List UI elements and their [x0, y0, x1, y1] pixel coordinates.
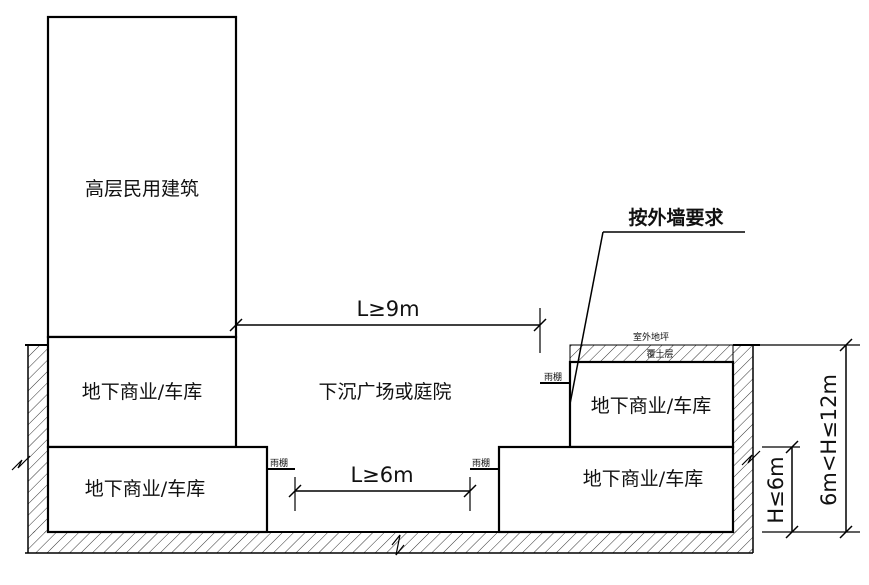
dim-lower-tick-left [288, 484, 302, 498]
canopy-lower-left-label: 雨棚 [270, 457, 288, 469]
dim-upper-label: L≥9m [356, 297, 419, 321]
left-break-symbol [11, 455, 31, 471]
dim-h-short-tick-bottom [785, 525, 799, 539]
basement-left-upper-label: 地下商业/车库 [82, 381, 202, 403]
high-rise-label: 高层民用建筑 [85, 178, 199, 200]
basement-right-lower-label: 地下商业/车库 [583, 468, 703, 490]
basement-left-lower-label: 地下商业/车库 [85, 478, 205, 500]
dim-h-long-tick-top [839, 338, 853, 352]
dim-upper-tick-left [229, 318, 243, 332]
canopy-upper-right-label: 雨棚 [544, 371, 562, 383]
basement-right-upper [568, 360, 735, 449]
left-soil [28, 345, 48, 533]
dim-h-long-tick-bottom [839, 525, 853, 539]
sunken-plaza-label: 下沉广场或庭院 [318, 381, 451, 403]
basement-right-upper-label: 地下商业/车库 [591, 395, 711, 417]
outdoor-ground-label: 室外地坪 [633, 331, 669, 343]
bottom-soil [28, 531, 753, 553]
dim-lower-label: L≥6m [350, 463, 413, 487]
high-rise-building [46, 15, 238, 339]
overburden-label: 覆土层 [646, 348, 673, 360]
dim-h-short-tick-top [785, 440, 799, 454]
bottom-break-symbol [391, 534, 405, 556]
basement-right-lower [497, 445, 735, 534]
right-soil [733, 345, 753, 533]
dim-lower-tick-right [463, 484, 477, 498]
callout-wall-label: 按外墙要求 [628, 206, 724, 229]
dim-h-long-label: 6m<H≤12m [817, 374, 841, 506]
basement-left-upper [46, 335, 238, 449]
canopy-lower-right-label: 雨棚 [472, 457, 490, 469]
dim-h-short-label: H≤6m [764, 456, 788, 523]
basement-left-lower [46, 445, 269, 534]
right-break-symbol [741, 450, 761, 466]
callout-leader-diagonal [569, 231, 604, 405]
